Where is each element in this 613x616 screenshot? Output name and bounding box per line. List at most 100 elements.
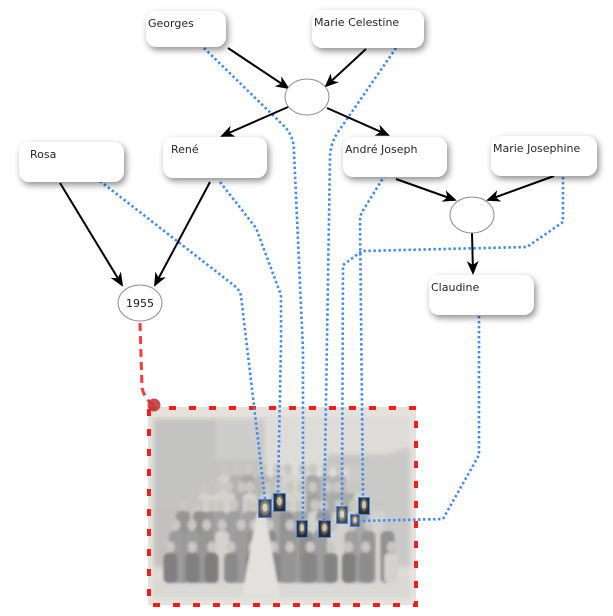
union-date-label: 1955: [126, 297, 154, 310]
person-node-marie-josephine[interactable]: Marie Josephine: [491, 136, 597, 176]
crowd-figure-head: [224, 481, 234, 493]
person-node-marie-celestine[interactable]: Marie Celestine: [312, 10, 424, 48]
crowd-figure-head: [215, 499, 225, 511]
crowd-figure-head: [195, 499, 205, 511]
crowd-figure-body: [224, 553, 238, 583]
crowd-figure-head: [214, 481, 224, 493]
face-link-rene[interactable]: [218, 181, 283, 494]
crowd-figure-head: [285, 519, 295, 531]
crowd-figure-head: [308, 481, 318, 493]
crowd-figure-head: [178, 499, 188, 511]
arrow-union-to-andre-joseph: [326, 107, 390, 136]
photo-crowd: [163, 463, 399, 597]
crowd-figure-head: [187, 519, 197, 531]
face-tag-georges[interactable]: [296, 520, 308, 538]
crowd-figure-head: [296, 481, 306, 493]
crowd-figure-head: [231, 463, 241, 475]
crowd-figure-head: [285, 541, 295, 553]
face-link-andre-joseph[interactable]: [358, 174, 387, 498]
person-node-georges[interactable]: Georges: [146, 11, 226, 47]
crowd-figure-head: [166, 541, 175, 553]
crowd-figure-head: [310, 499, 320, 511]
crowd-bride-dress: [242, 510, 280, 597]
face-tag-rene[interactable]: [273, 493, 286, 512]
face-tag-andre-joseph[interactable]: [358, 497, 370, 515]
crowd-figure-head: [382, 519, 392, 531]
face-link-marie-josephine[interactable]: [340, 177, 565, 507]
crowd-figure-head: [171, 519, 181, 531]
crowd-figure-body: [204, 553, 219, 583]
crowd-figure-head: [305, 541, 315, 553]
person-name: René: [171, 143, 199, 156]
face-link-georges[interactable]: [203, 47, 305, 520]
crowd-figure-head: [345, 481, 354, 493]
crowd-figure-head: [326, 541, 336, 553]
person-name: Rosa: [30, 148, 57, 161]
crowd-figure-head: [202, 519, 212, 531]
person-node-rosa[interactable]: Rosa: [19, 142, 124, 182]
arrow-georges-to-union: [227, 47, 290, 90]
crowd-figure-head: [219, 463, 229, 475]
crowd-figure-head: [374, 499, 384, 511]
arrow-union-to-claudine: [466, 232, 479, 275]
person-name: Georges: [148, 17, 194, 30]
face-link-claudine[interactable]: [359, 316, 481, 523]
relationship-arrows: [59, 47, 555, 287]
crowd-figure-body: [341, 553, 356, 583]
crowd-figure-head: [245, 499, 255, 511]
union-node-georges-marie-celestine[interactable]: [284, 78, 330, 116]
crowd-figure-head: [207, 541, 217, 553]
crowd-figure-head: [237, 481, 247, 493]
arrow-andre-joseph-to-union: [395, 178, 457, 202]
crowd-figure-head: [262, 481, 272, 493]
crowd-figure-head: [364, 519, 373, 531]
union-node-andre-joseph-marie-josephine[interactable]: [449, 196, 495, 234]
crowd-figure-head: [386, 541, 396, 553]
event-link-anchor-handle[interactable]: [147, 398, 161, 412]
crowd-figure-body: [324, 553, 338, 583]
crowd-figure-body: [303, 553, 318, 583]
face-tag-rosa[interactable]: [258, 499, 272, 518]
photo-selection-border[interactable]: [147, 406, 418, 607]
crowd-figure-body: [163, 553, 178, 583]
crowd-figure-head: [258, 463, 268, 475]
face-links: [99, 47, 565, 523]
person-node-rene[interactable]: René: [163, 137, 267, 178]
face-link-rosa[interactable]: [99, 179, 267, 500]
crowd-figure-body: [282, 553, 297, 583]
person-name: Claudine: [431, 281, 480, 294]
crowd-figure-head: [283, 463, 293, 475]
face-tag-marie-celestine[interactable]: [318, 520, 331, 538]
crowd-figure-head: [226, 541, 236, 553]
person-name: André Joseph: [345, 143, 418, 156]
arrow-rene-to-union-1955: [154, 181, 211, 287]
photo-house: [216, 419, 260, 459]
person-node-andre-joseph[interactable]: André Joseph: [343, 137, 447, 177]
crowd-figure-head: [217, 519, 227, 531]
crowd-figure-head: [243, 463, 253, 475]
crowd-figure-head: [348, 499, 358, 511]
crowd-figure-head: [321, 463, 331, 475]
person-name: Marie Josephine: [493, 142, 581, 155]
crowd-figure-head: [285, 481, 295, 493]
crowd-figure-head: [298, 463, 308, 475]
crowd-figure-head: [361, 541, 371, 553]
arrow-marie-josephine-to-union: [486, 175, 555, 202]
union-node-rosa-rene[interactable]: 1955: [117, 284, 163, 322]
face-tag-marie-josephine[interactable]: [336, 506, 348, 524]
crowd-figure-head: [323, 481, 333, 493]
face-tag-claudine[interactable]: [350, 514, 360, 527]
crowd-figure-body: [185, 553, 200, 583]
arrow-marie-celestine-to-union: [324, 48, 367, 88]
crowd-figure-head: [344, 541, 354, 553]
arrow-rosa-to-union-1955: [59, 182, 124, 287]
crowd-figure-head: [187, 541, 197, 553]
crowd-figure-head: [335, 463, 345, 475]
crowd-figure-head: [207, 499, 216, 511]
crowd-figure-body: [358, 553, 373, 583]
arrow-union-to-rene: [220, 106, 289, 137]
event-photo-link[interactable]: [138, 322, 155, 407]
crowd-figure-head: [200, 481, 210, 493]
person-node-claudine[interactable]: Claudine: [429, 275, 534, 315]
